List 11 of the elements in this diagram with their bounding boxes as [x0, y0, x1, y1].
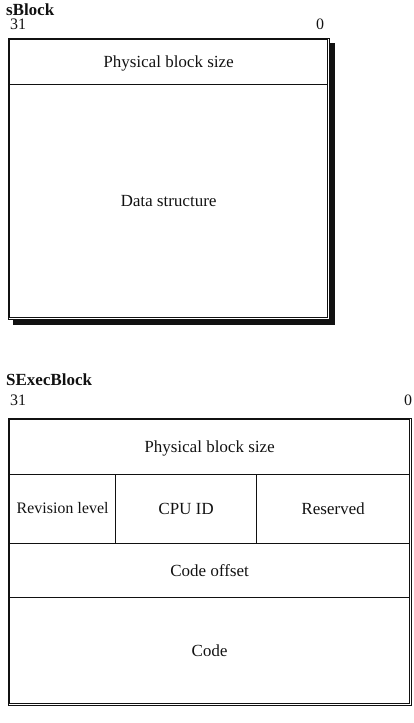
structure-name: SExecBlock — [6, 370, 92, 390]
bit-number: 0 — [316, 16, 324, 34]
structure-name: sBlock — [6, 0, 54, 19]
bit-number: 31 — [10, 16, 26, 34]
bit-number: 31 — [10, 392, 26, 410]
bit-number: 0 — [404, 392, 412, 410]
record-field: Physical block size — [9, 39, 328, 85]
record-field: Physical block size — [9, 419, 410, 475]
record-field: Data structure — [9, 84, 328, 318]
record-field: Code offset — [9, 543, 410, 598]
record-field: Code — [9, 597, 410, 704]
